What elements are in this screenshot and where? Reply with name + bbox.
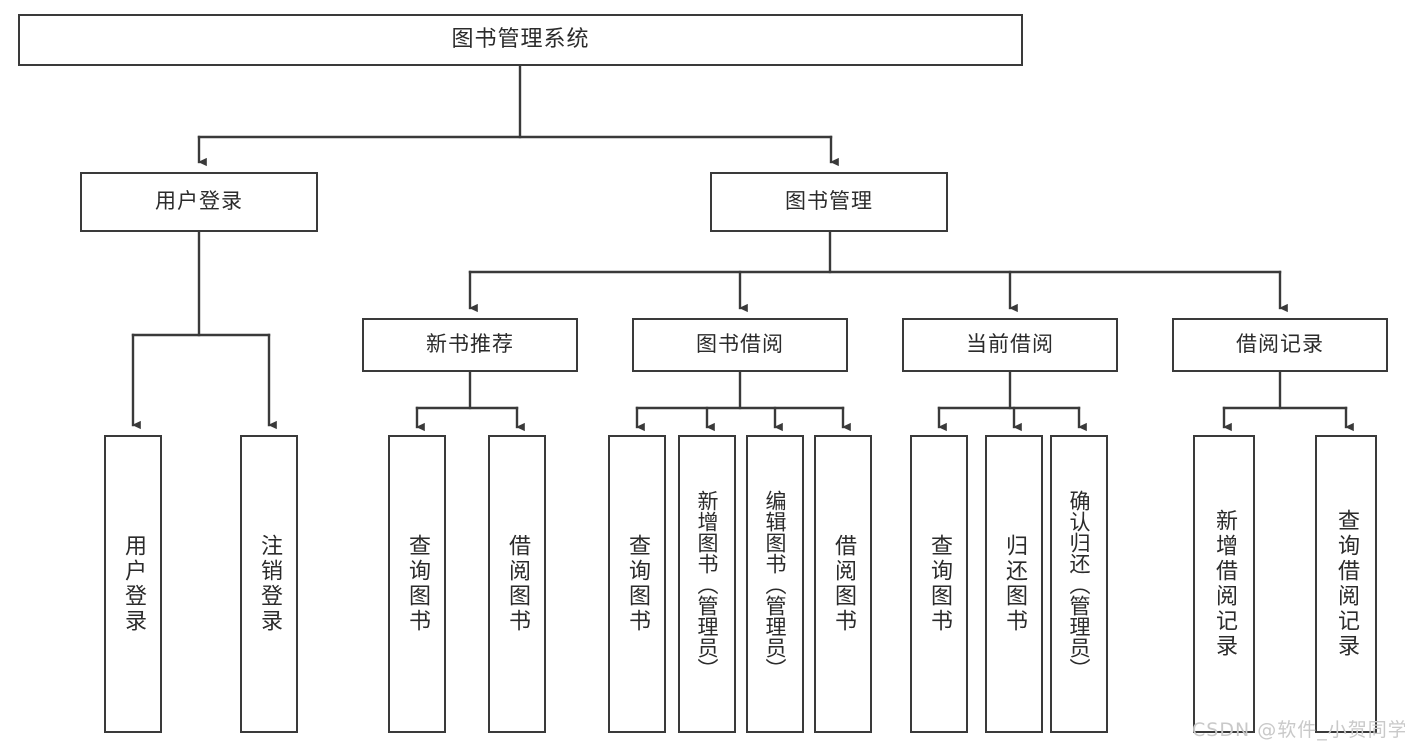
node-borrow-record[interactable]: 借阅记录 (1172, 318, 1388, 372)
leaf-return-book[interactable]: 归还图书 (985, 435, 1043, 733)
leaf-borrow-book-recommend[interactable]: 借阅图书 (488, 435, 546, 733)
leaf-add-book-admin[interactable]: 新增图书（管理员） (678, 435, 736, 733)
leaf-logout[interactable]: 注销登录 (240, 435, 298, 733)
node-root[interactable]: 图书管理系统 (18, 14, 1023, 66)
node-new-book-recommend[interactable]: 新书推荐 (362, 318, 578, 372)
node-user-login[interactable]: 用户登录 (80, 172, 318, 232)
csdn-watermark: CSDN @软件_小贺同学 (1192, 719, 1405, 741)
node-book-borrow[interactable]: 图书借阅 (632, 318, 848, 372)
node-current-borrow[interactable]: 当前借阅 (902, 318, 1118, 372)
leaf-borrow-book[interactable]: 借阅图书 (814, 435, 872, 733)
leaf-query-book-borrow[interactable]: 查询图书 (608, 435, 666, 733)
leaf-query-book-recommend[interactable]: 查询图书 (388, 435, 446, 733)
leaf-query-book-current[interactable]: 查询图书 (910, 435, 968, 733)
leaf-confirm-return-admin[interactable]: 确认归还（管理员） (1050, 435, 1108, 733)
leaf-edit-book-admin[interactable]: 编辑图书（管理员） (746, 435, 804, 733)
leaf-add-borrow-record[interactable]: 新增借阅记录 (1193, 435, 1255, 733)
leaf-query-borrow-record[interactable]: 查询借阅记录 (1315, 435, 1377, 733)
node-book-manage[interactable]: 图书管理 (710, 172, 948, 232)
leaf-user-login[interactable]: 用户登录 (104, 435, 162, 733)
